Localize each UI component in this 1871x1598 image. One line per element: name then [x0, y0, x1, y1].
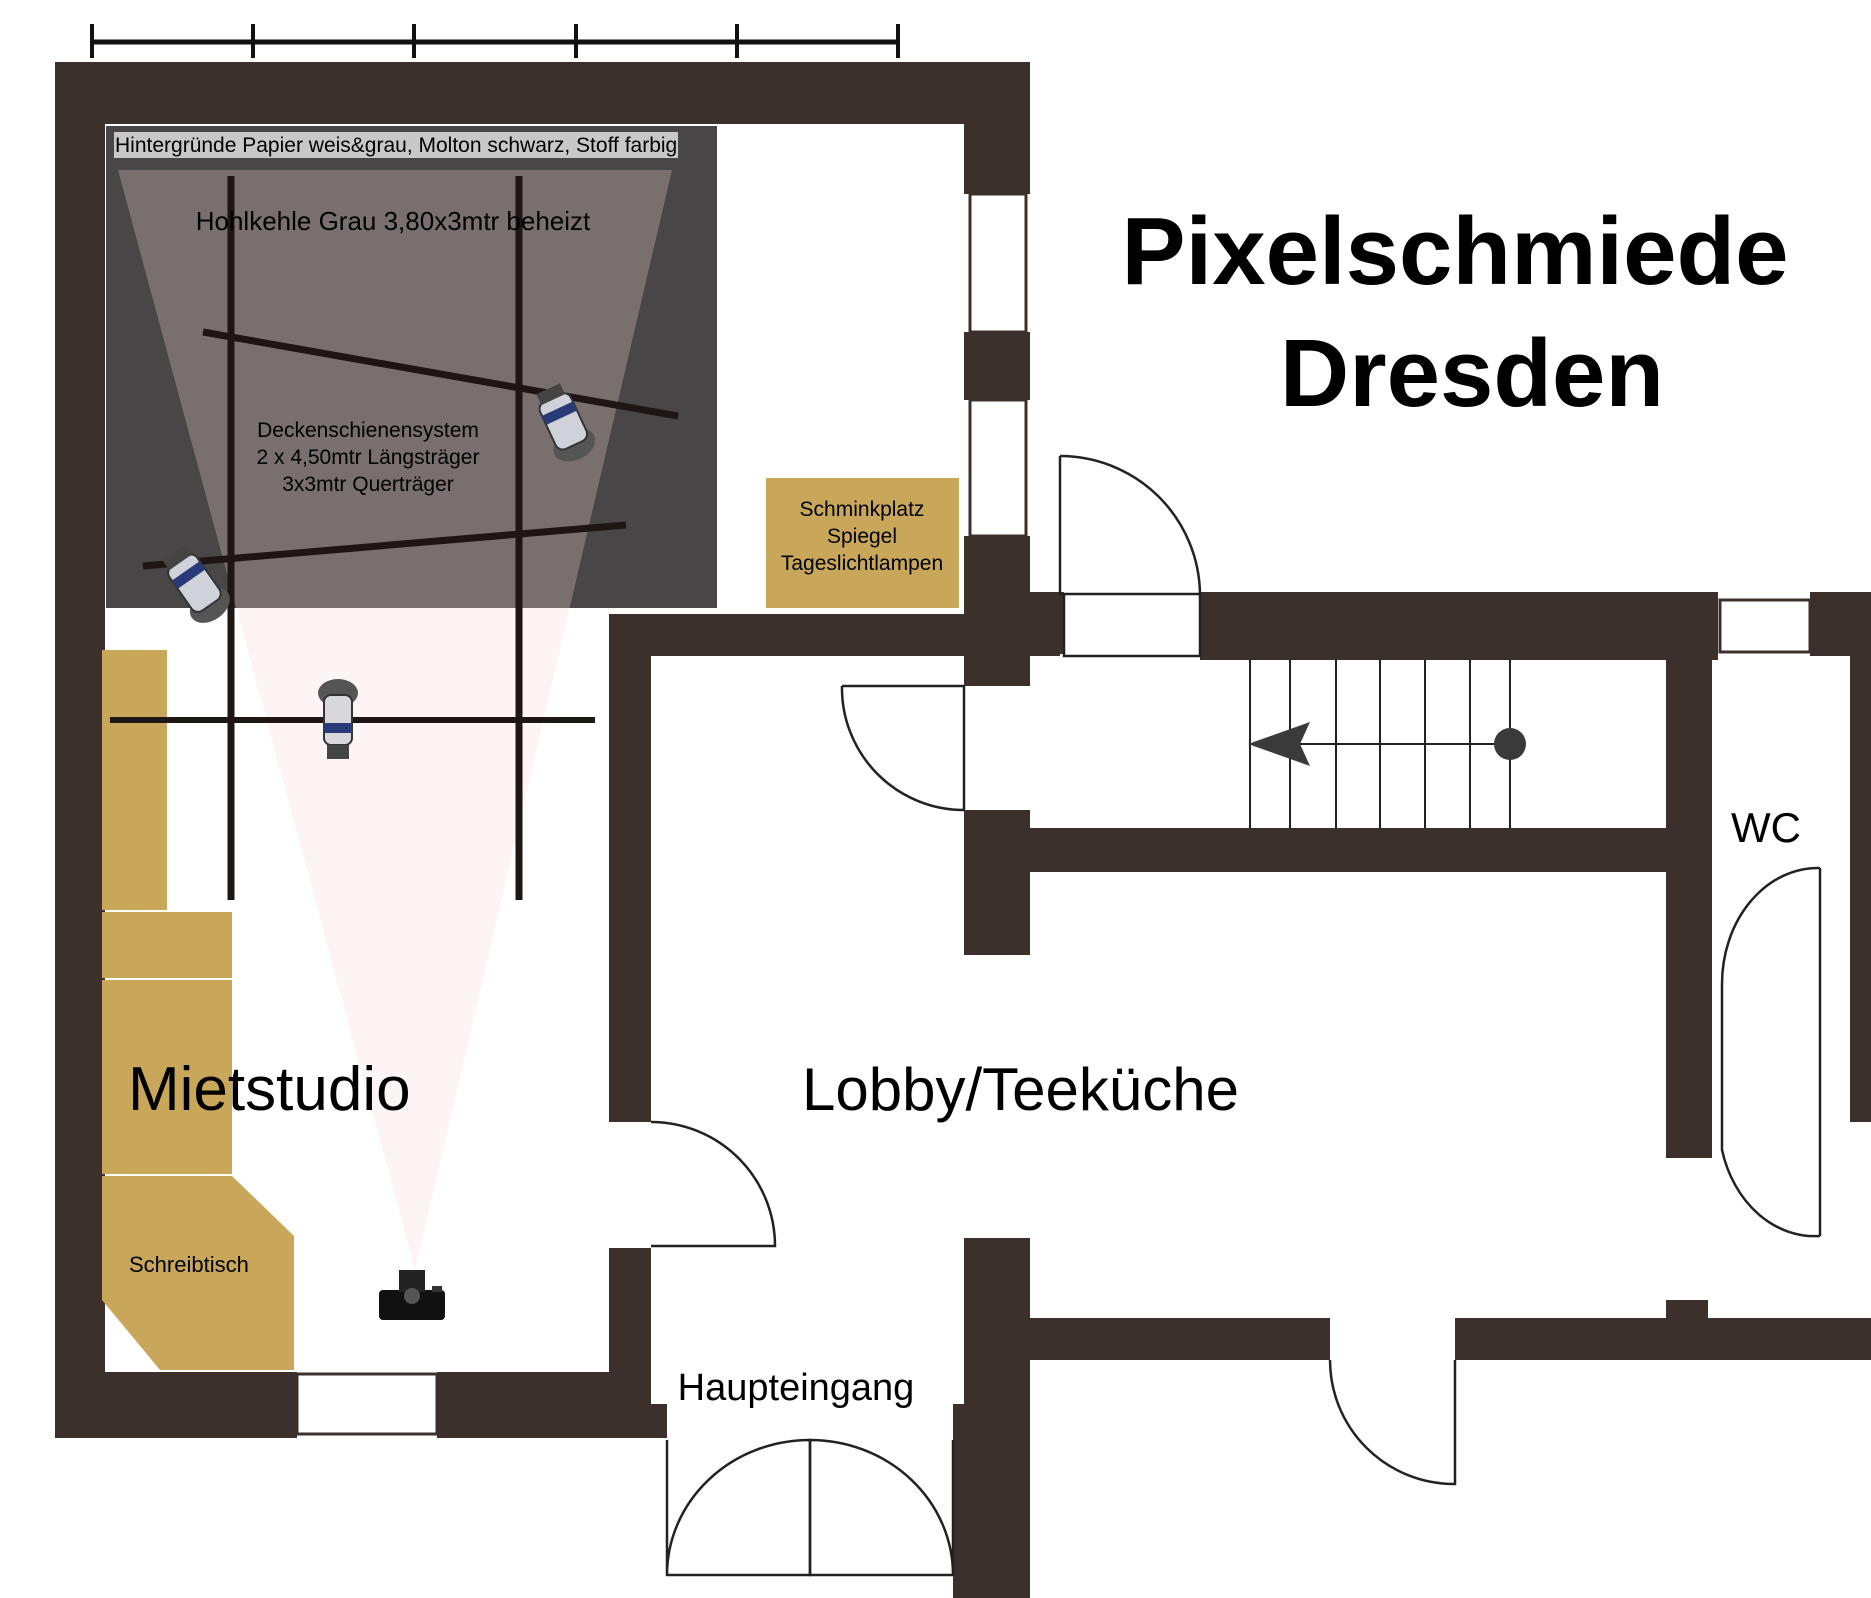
- furniture: [102, 478, 959, 1370]
- page-title-line2: Dresden: [1280, 320, 1664, 427]
- camera-icon: [379, 1270, 445, 1320]
- studio-light-icon: [318, 679, 358, 759]
- makeup-label-line2: Spiegel: [827, 525, 897, 548]
- lobby-label: Lobby/Teeküche: [802, 1056, 1239, 1123]
- page-title-line1: Pixelschmiede: [1121, 198, 1788, 305]
- studio-light-icon: [536, 383, 596, 462]
- stair-arrow-icon: [1248, 722, 1526, 766]
- desk: [102, 1176, 294, 1370]
- walls: [55, 62, 1871, 1598]
- doors: [650, 454, 1822, 1577]
- rail-label-line1: Deckenschienensystem: [257, 419, 479, 442]
- studio-light-icon: [162, 545, 230, 623]
- makeup-station: [766, 478, 959, 608]
- desk-label: Schreibtisch: [129, 1252, 249, 1277]
- backgrounds-label-bg: [114, 132, 678, 158]
- makeup-label-line3: Tageslichtlampen: [781, 552, 943, 575]
- backgrounds-label: Hintergründe Papier weis&grau, Molton sc…: [115, 134, 677, 157]
- entrance-label: Haupteingang: [678, 1367, 915, 1409]
- wc-label: WC: [1731, 804, 1801, 851]
- studio-label: Mietstudio: [128, 1055, 411, 1124]
- windows: [295, 192, 1812, 1436]
- cove-label: Hohlkehle Grau 3,80x3mtr beheizt: [196, 206, 591, 236]
- makeup-label-line1: Schminkplatz: [800, 498, 925, 521]
- rail-label-line3: 3x3mtr Querträger: [282, 473, 454, 496]
- rail-label-line2: 2 x 4,50mtr Längsträger: [257, 446, 480, 469]
